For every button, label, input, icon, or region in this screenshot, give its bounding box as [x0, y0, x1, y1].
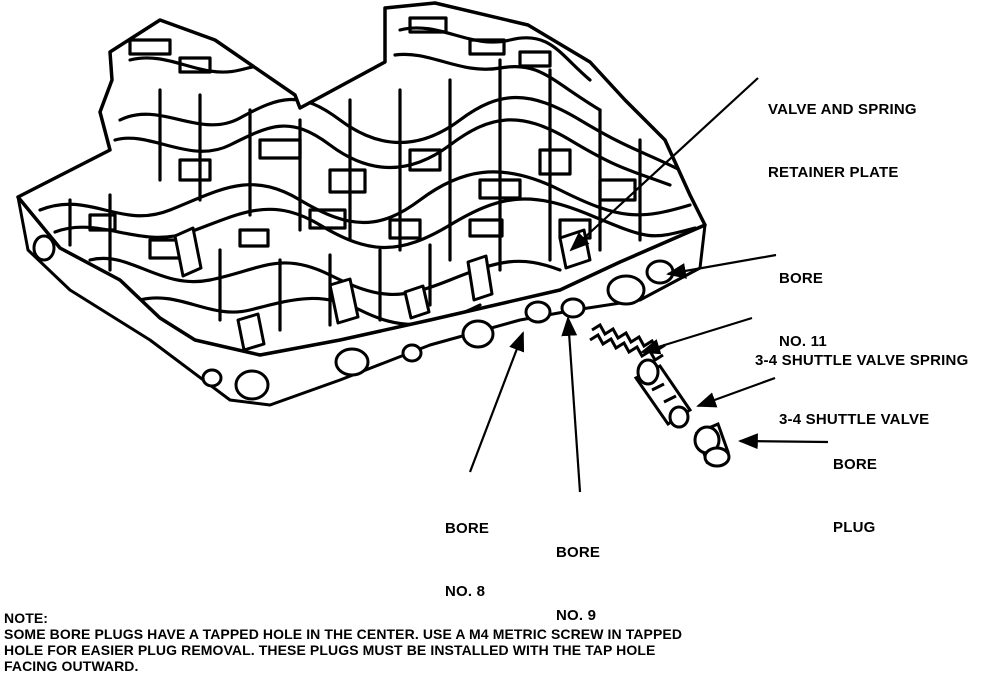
label-valve-plate-line-2: RETAINER PLATE [768, 164, 899, 181]
label-bore-plug-line-2: PLUG [833, 519, 876, 536]
label-bore-9-line-2: NO. 9 [556, 607, 597, 624]
label-bore-8-line-1: BORE [445, 520, 490, 537]
leader-shuttle-valve [696, 376, 776, 408]
label-bore-11-line-1: BORE [779, 270, 824, 287]
leader-shuttle-spring [640, 316, 753, 355]
note-block: NOTE: SOME BORE PLUGS HAVE A TAPPED HOLE… [4, 610, 682, 674]
leader-valve-plate [569, 77, 759, 252]
shuttle-valve-spring [589, 322, 666, 363]
label-valve-plate-line-1: VALVE AND SPRING [768, 101, 917, 118]
leader-bore-plug [738, 433, 829, 450]
leader-lines [468, 77, 829, 493]
side-bores [32, 234, 675, 401]
label-shuttle-valve: 3-4 SHUTTLE VALVE [779, 367, 929, 472]
note-heading: NOTE: [4, 610, 49, 626]
label-bore-9-line-1: BORE [556, 544, 601, 561]
bore-plug [693, 421, 731, 468]
note-line-3: FACING OUTWARD. [4, 658, 139, 674]
label-shuttle-spring: 3-4 SHUTTLE VALVE SPRING [755, 308, 968, 413]
label-valve-plate: VALVE AND SPRING RETAINER PLATE [768, 57, 917, 225]
shuttle-valve [633, 358, 693, 429]
label-bore-11-line-2: NO. 11 [779, 333, 827, 350]
label-shuttle-spring-line-1: 3-4 SHUTTLE VALVE SPRING [755, 352, 969, 369]
note-line-1: SOME BORE PLUGS HAVE A TAPPED HOLE IN TH… [4, 626, 683, 642]
label-bore-11: BORE NO. 11 [779, 226, 827, 394]
leader-bore-9 [561, 316, 582, 493]
label-bore-8-line-2: NO. 8 [445, 583, 486, 600]
label-shuttle-valve-line-1: 3-4 SHUTTLE VALVE [779, 411, 930, 428]
note-line-2: HOLE FOR EASIER PLUG REMOVAL. THESE PLUG… [4, 642, 656, 658]
label-bore-8: BORE NO. 8 [445, 476, 489, 644]
label-bore-plug: BORE PLUG [833, 412, 877, 580]
label-bore-9: BORE NO. 9 [556, 500, 600, 668]
leader-bore-11 [666, 253, 777, 279]
label-bore-plug-line-1: BORE [833, 456, 878, 473]
leader-bore-8 [468, 331, 525, 473]
